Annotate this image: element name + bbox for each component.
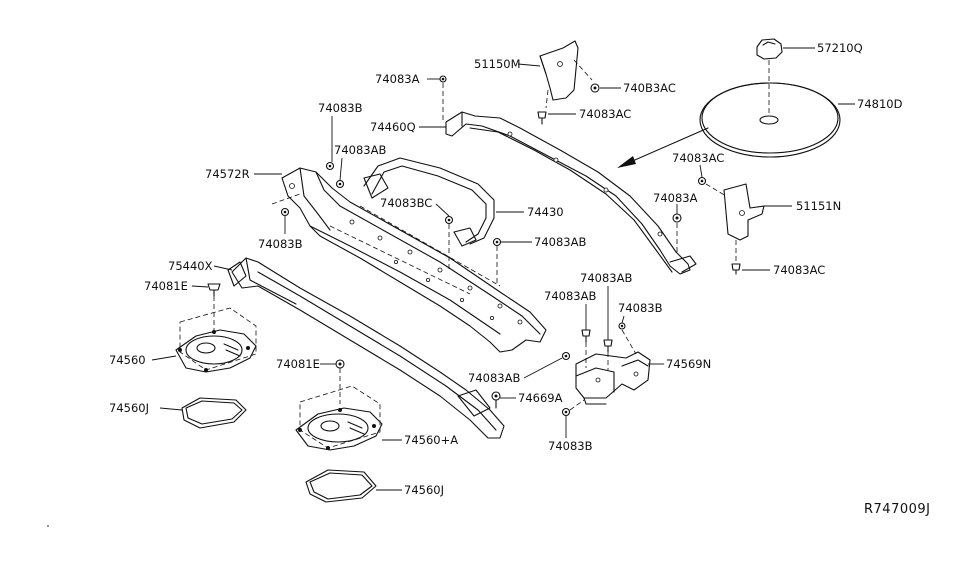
- label-74083b-d: 74083B: [548, 439, 593, 453]
- label-74083b-c: 74083B: [618, 301, 663, 315]
- label-74083ac-d: 74083AC: [773, 263, 825, 277]
- label-74083ac-c: 74083AC: [672, 151, 724, 165]
- bolt-74083ab-upper: [603, 339, 613, 353]
- label-74083b-b: 74083B: [258, 237, 303, 251]
- label-74083ab-d: 74083AB: [544, 289, 596, 303]
- label-74083a-b: 74083A: [653, 191, 698, 205]
- bolt-74083ab-top: [335, 179, 345, 189]
- bolt-74083ac-right-2: [731, 263, 741, 275]
- label-57210q: 57210Q: [817, 41, 863, 55]
- label-74083ab-c: 74083AB: [580, 271, 632, 285]
- bolt-74083ac-upper: [590, 83, 600, 93]
- bolt-74083b-left: [280, 207, 290, 217]
- bolt-74083a-right: [672, 213, 682, 223]
- label-74083bc: 74083BC: [380, 196, 432, 210]
- seal-ring-74560j-left: [181, 397, 247, 429]
- part-labels: 57210Q 74810D 51150M 740B3AC 74083AC 740…: [109, 41, 931, 517]
- label-74083ac-a: 740B3AC: [623, 81, 676, 95]
- label-74560j-b: 74560J: [404, 483, 444, 497]
- bolt-74083ac-upper-2: [537, 111, 547, 125]
- label-74081e-b: 74081E: [276, 357, 320, 371]
- bolt-74083b-top: [325, 161, 335, 171]
- label-74083b-a: 74083B: [318, 101, 363, 115]
- cross-bar-74430: [363, 157, 495, 247]
- speaker-74560: [175, 329, 257, 373]
- label-51151n: 51151N: [796, 199, 841, 213]
- label-74083ac-b: 74083AC: [579, 107, 631, 121]
- label-74083ab-a: 74083AB: [334, 143, 386, 157]
- seal-ring-74560j-right: [305, 469, 377, 503]
- bolt-74083ab-lower: [581, 329, 591, 343]
- speaker-74560a: [295, 407, 383, 451]
- bolt-74083ac-right: [697, 176, 707, 186]
- label-74081e-a: 74081E: [144, 279, 188, 293]
- label-74083a-a: 74083A: [375, 72, 420, 86]
- label-51150m: 51150M: [474, 57, 521, 71]
- lower-rail-75440x: [227, 257, 505, 439]
- bolt-74669a: [491, 391, 501, 409]
- label-74083ab-e: 74083AB: [468, 371, 520, 385]
- spare-tire-cover: [699, 82, 841, 158]
- reference-code: R747009J: [864, 502, 931, 517]
- bolt-74083a-left: [439, 75, 447, 83]
- rail-74460q: [445, 111, 697, 275]
- bolt-74083ab-side: [561, 351, 571, 361]
- label-74560: 74560: [109, 353, 146, 367]
- label-74560a: 74560+A: [404, 433, 458, 447]
- bolt-74081e-right: [335, 359, 345, 369]
- spare-tire-clamp: [756, 38, 783, 60]
- bolt-74081e-left: [207, 283, 221, 297]
- label-74569n: 74569N: [666, 357, 711, 371]
- label-74560j-a: 74560J: [109, 401, 149, 415]
- label-74460q: 74460Q: [370, 120, 416, 134]
- label-74669a: 74669A: [518, 391, 563, 405]
- label-75440x: 75440X: [168, 259, 213, 273]
- label-74810d: 74810D: [857, 97, 903, 111]
- bracket-51151n: [723, 183, 765, 241]
- label-74083ab-b: 74083AB: [534, 235, 586, 249]
- bolt-74083b-right: [618, 322, 626, 330]
- bolt-74083bc: [444, 215, 454, 225]
- label-74572r: 74572R: [205, 167, 250, 181]
- bolt-74083ab-mid: [492, 237, 502, 247]
- direction-arrow: [617, 127, 709, 168]
- label-74430: 74430: [527, 205, 564, 219]
- bolt-74083b-bottom: [561, 407, 571, 417]
- floor-member-74572r: [281, 167, 547, 353]
- bracket-74569n: [575, 351, 651, 405]
- bracket-51150m: [539, 40, 579, 101]
